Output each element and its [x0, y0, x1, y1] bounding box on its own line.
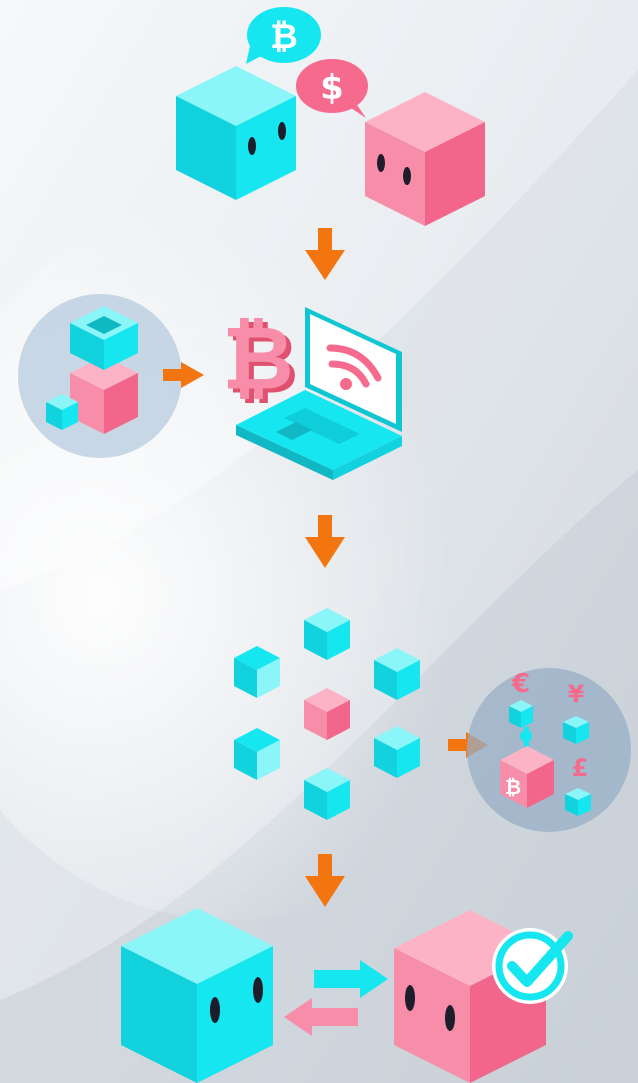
flow-arrow-down-icon — [305, 515, 345, 568]
bitcoin-symbol-icon: ₿ ₿ — [222, 307, 299, 414]
bitcoin-symbol-glyph: ₿ — [222, 307, 294, 410]
flow-arrow-right-icon — [163, 362, 204, 388]
step-network-nodes: € ¥ £ ₿ — [234, 608, 631, 832]
eye — [248, 137, 256, 155]
laptop-wifi-icon — [236, 307, 402, 480]
cyan-character-cube — [176, 66, 296, 200]
eye — [445, 1005, 455, 1031]
bitcoin-speech-bubble-icon: ₿ — [246, 7, 321, 64]
cyan-character-cube — [121, 908, 273, 1083]
eye — [403, 167, 411, 185]
flow-arrow-down-icon — [305, 854, 345, 907]
flow-arrow-down-icon — [305, 228, 345, 280]
yen-glyph: ¥ — [568, 680, 585, 708]
node-cube-icon — [374, 648, 420, 700]
node-cube-icon — [234, 728, 280, 780]
eye — [210, 997, 220, 1023]
step-transfer-complete — [121, 908, 573, 1083]
exchange-arrows-icon — [284, 960, 388, 1036]
eye — [377, 154, 385, 172]
node-cube-icon — [234, 646, 280, 698]
currency-exchange-icon: € ¥ £ ₿ — [467, 668, 631, 832]
pound-glyph: £ — [572, 754, 589, 782]
node-cube-pink — [304, 688, 350, 740]
dollar-glyph: $ — [320, 68, 344, 108]
euro-glyph: € — [511, 669, 530, 699]
wifi-icon — [326, 344, 382, 388]
node-cube-icon — [304, 608, 350, 660]
node-cube-icon — [374, 726, 420, 778]
checkmark-icon — [492, 928, 573, 1004]
node-cube-icon — [304, 768, 350, 820]
eye — [253, 977, 263, 1003]
bitcoin-glyph: ₿ — [505, 775, 521, 799]
eye — [405, 985, 415, 1011]
eye — [278, 122, 286, 140]
block-stack-icon — [18, 294, 182, 458]
bitcoin-glyph: ₿ — [270, 17, 298, 57]
bitcoin-symbol-shadow: ₿ — [227, 311, 299, 414]
step-trade-request: ₿ $ — [176, 7, 485, 226]
step-broadcast-transaction: ₿ ₿ — [18, 294, 402, 480]
dollar-speech-bubble-icon: $ — [296, 59, 368, 118]
pink-character-cube — [365, 92, 485, 226]
